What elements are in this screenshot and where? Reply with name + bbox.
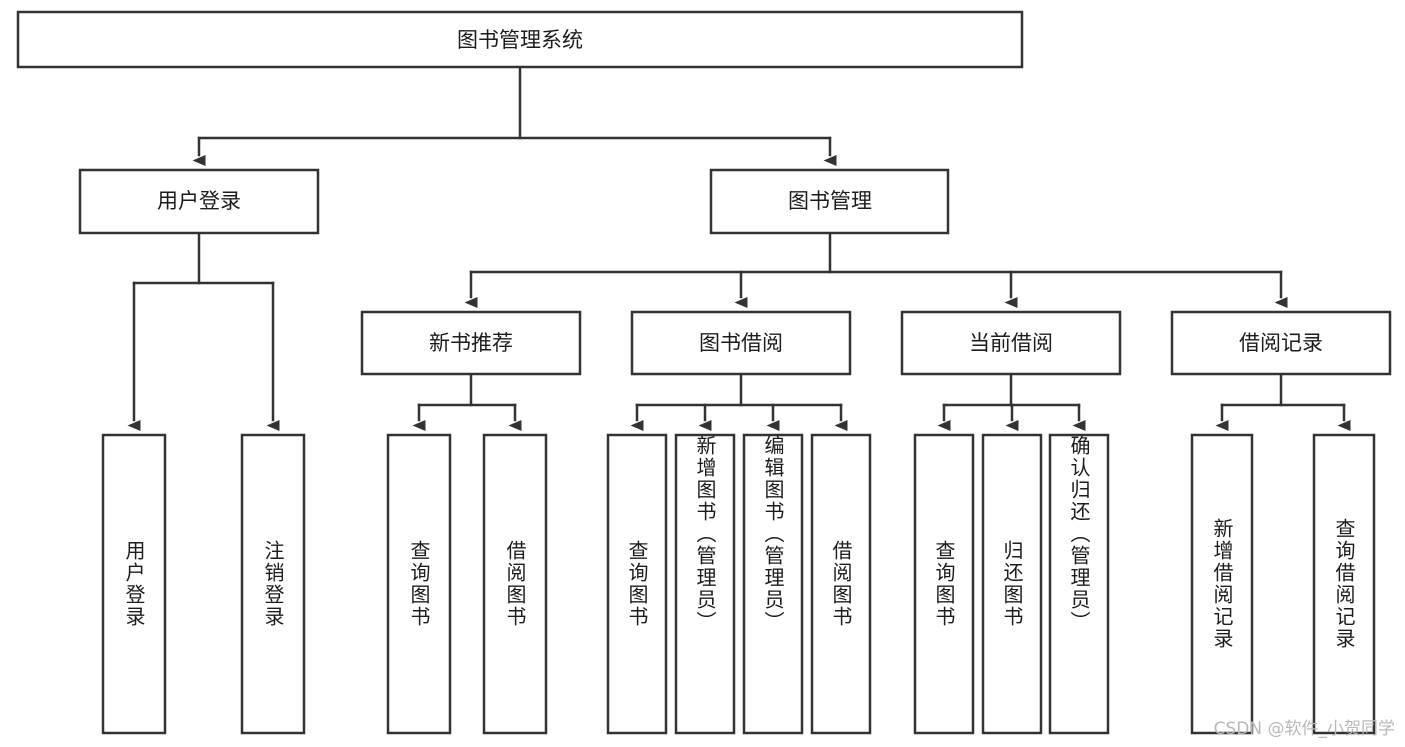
connector-group — [127, 65, 1351, 431]
leaf-box-query-book-new[interactable] — [386, 433, 452, 735]
node-user-login[interactable]: 用户登录 — [78, 168, 320, 235]
leaf-box-borrow-book-new[interactable] — [482, 433, 548, 735]
node-borrow-record[interactable]: 借阅记录 — [1170, 310, 1392, 376]
leaf-box-query-record[interactable] — [1312, 433, 1376, 735]
leaf-box-return-book[interactable] — [981, 433, 1043, 735]
leaf-box-query-book-b[interactable] — [606, 433, 668, 735]
node-new-book-recommend-label: 新书推荐 — [429, 331, 513, 355]
node-root[interactable]: 图书管理系统 — [16, 10, 1024, 69]
leaf-box-query-book-c[interactable] — [913, 433, 975, 735]
leaf-box-user-login[interactable] — [101, 433, 167, 735]
node-book-management[interactable]: 图书管理 — [709, 168, 950, 235]
leaf-box-add-book-admin[interactable] — [674, 433, 736, 735]
node-current-borrow[interactable]: 当前借阅 — [900, 310, 1122, 376]
leaf-box-confirm-return[interactable] — [1048, 433, 1110, 735]
node-book-borrow-box[interactable] — [630, 310, 852, 376]
node-user-login-box[interactable] — [78, 168, 320, 235]
leaf-box-logout[interactable] — [240, 433, 306, 735]
node-new-book-recommend[interactable]: 新书推荐 — [360, 310, 582, 376]
node-root-label: 图书管理系统 — [457, 28, 583, 52]
node-new-book-recommend-box[interactable] — [360, 310, 582, 376]
node-user-login-label: 用户登录 — [157, 189, 241, 213]
leaf-box-add-record[interactable] — [1190, 433, 1254, 735]
leaf-box-borrow-book-b[interactable] — [810, 433, 872, 735]
node-book-borrow[interactable]: 图书借阅 — [630, 310, 852, 376]
node-book-management-label: 图书管理 — [788, 189, 872, 213]
node-book-borrow-label: 图书借阅 — [699, 331, 783, 355]
leaf-box-edit-book-admin[interactable] — [742, 433, 804, 735]
leaf-box-group — [101, 433, 1376, 735]
node-book-management-box[interactable] — [709, 168, 950, 235]
node-current-borrow-label: 当前借阅 — [969, 331, 1053, 355]
node-root-box[interactable] — [16, 10, 1024, 69]
node-borrow-record-box[interactable] — [1170, 310, 1392, 376]
node-borrow-record-label: 借阅记录 — [1239, 331, 1323, 355]
csdn-watermark: CSDN @软件_小贺同学 — [1213, 719, 1395, 739]
node-current-borrow-box[interactable] — [900, 310, 1122, 376]
